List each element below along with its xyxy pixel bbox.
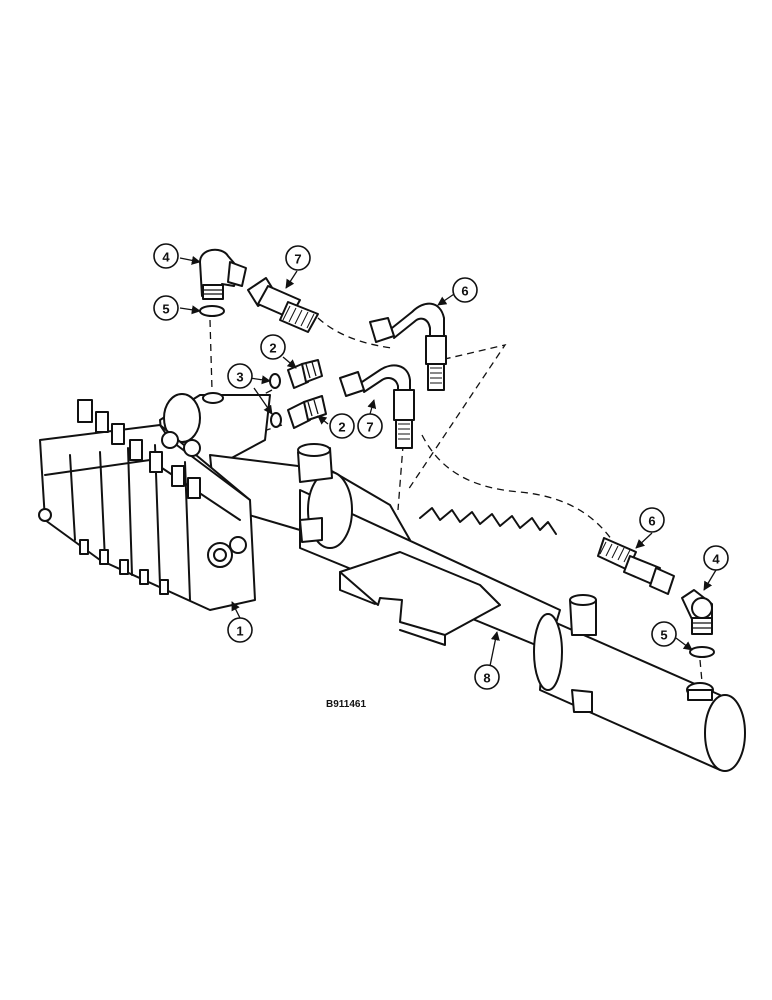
callout-label: 6 bbox=[461, 284, 468, 299]
callout-label: 4 bbox=[162, 250, 170, 265]
callout-1: 1 bbox=[227, 617, 253, 643]
o-ring-lower bbox=[689, 646, 715, 658]
callout-label: 2 bbox=[338, 420, 345, 435]
callout-5-upper: 5 bbox=[153, 295, 179, 321]
callout-6-lower: 6 bbox=[639, 507, 665, 533]
callout-4-lower: 4 bbox=[703, 545, 729, 571]
o-ring-upper bbox=[199, 305, 225, 317]
callout-7-upper: 7 bbox=[285, 245, 311, 271]
hose-fitting-upper bbox=[247, 277, 319, 333]
mounting-plate bbox=[339, 551, 501, 646]
o-ring-3-lower bbox=[270, 412, 282, 428]
o-ring-3-upper bbox=[269, 373, 281, 389]
callout-8: 8 bbox=[474, 664, 500, 690]
control-valve bbox=[38, 399, 256, 611]
callout-6-upper: 6 bbox=[452, 277, 478, 303]
callout-label: 7 bbox=[366, 420, 373, 435]
callout-label: 1 bbox=[236, 624, 243, 639]
adapter-fitting-upper bbox=[287, 359, 323, 389]
hose-fitting-lower bbox=[597, 537, 675, 595]
callout-label: 8 bbox=[483, 671, 490, 686]
callout-label: 2 bbox=[269, 341, 276, 356]
callout-4-upper: 4 bbox=[153, 243, 179, 269]
callout-label: 5 bbox=[162, 302, 169, 317]
steering-cylinder bbox=[159, 392, 746, 772]
callout-2-lower: 2 bbox=[329, 413, 355, 439]
bent-tube-lower bbox=[339, 364, 415, 449]
elbow-fitting-upper bbox=[199, 248, 247, 300]
callout-label: 5 bbox=[660, 628, 667, 643]
adapter-fitting-lower bbox=[287, 395, 327, 429]
callout-label: 4 bbox=[712, 552, 720, 567]
callout-3: 3 bbox=[227, 363, 253, 389]
callout-label: 6 bbox=[648, 514, 655, 529]
figure-id: B911461 bbox=[326, 699, 366, 710]
elbow-fitting-lower bbox=[681, 589, 713, 635]
callout-label: 7 bbox=[294, 252, 301, 267]
callout-label: 3 bbox=[236, 370, 243, 385]
callout-2-upper: 2 bbox=[260, 334, 286, 360]
callout-5-lower: 5 bbox=[651, 621, 677, 647]
callout-7-lower: 7 bbox=[357, 413, 383, 439]
bent-tube-upper bbox=[369, 302, 447, 391]
callout-leaders bbox=[179, 255, 717, 667]
